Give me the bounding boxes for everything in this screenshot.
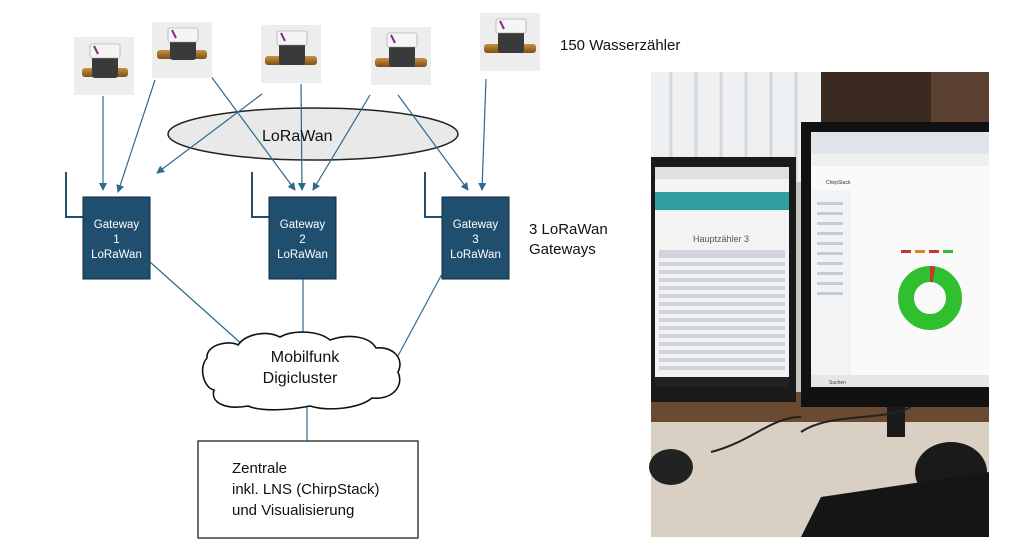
gateway-2: Gateway 2 LoRaWan <box>268 196 337 280</box>
link-gw3-cloud <box>391 273 443 368</box>
central-box <box>197 440 419 539</box>
water-meter-1 <box>74 37 134 95</box>
cloud-label-line2: Digicluster <box>263 370 338 387</box>
water-meter-4 <box>371 27 431 85</box>
gateways-label-line2: Gateways <box>529 241 596 258</box>
lorawan-label: LoRaWan <box>262 128 333 145</box>
taskbar-search: Suchen <box>829 380 846 386</box>
left-screen-title: Hauptzähler 3 <box>693 234 749 244</box>
gateway-3-title: Gateway <box>453 219 499 231</box>
link-meter2-gw2 <box>209 74 296 191</box>
central-line1: Zentrale <box>232 460 287 477</box>
link-meter5-gw3 <box>478 78 487 191</box>
link-meter3-gw1 <box>156 93 263 174</box>
gateway-1-title: Gateway <box>94 219 140 231</box>
gateway-2-number: 2 <box>299 234 305 246</box>
gateway-3-number: 3 <box>472 234 478 246</box>
link-meter4-gw2 <box>312 94 371 191</box>
cloud-label-line1: Mobilfunk <box>271 349 340 366</box>
link-meter2-gw1 <box>116 79 156 193</box>
central-line3: und Visualisierung <box>232 502 354 519</box>
backhaul-links <box>149 261 443 441</box>
meters-count-label: 150 Wasserzähler <box>560 37 680 54</box>
mobile-cloud <box>201 331 401 411</box>
gateway-1: Gateway 1 LoRaWan <box>82 196 151 280</box>
gateway-antennas <box>65 172 442 218</box>
right-screen-app: ChirpStack <box>826 180 851 186</box>
gateway-2-subtitle: LoRaWan <box>277 249 328 261</box>
link-meter3-gw2 <box>297 83 306 191</box>
gateway-1-number: 1 <box>113 234 119 246</box>
central-line2: inkl. LNS (ChirpStack) <box>232 481 380 498</box>
monitors-photo: Hauptzähler 3 ChirpStack <box>649 72 989 537</box>
gateway-3: Gateway 3 LoRaWan <box>441 196 510 280</box>
water-meter-2 <box>152 22 212 78</box>
water-meter-3 <box>261 25 321 83</box>
radio-links <box>99 74 487 193</box>
link-meter4-gw3 <box>397 94 469 191</box>
gateway-3-subtitle: LoRaWan <box>450 249 501 261</box>
network-diagram: LoRaWan 150 Wasserzähler Gateway 1 LoRaW… <box>65 13 680 539</box>
gateway-2-title: Gateway <box>280 219 326 231</box>
lorawan-ellipse <box>167 107 459 161</box>
keyboard <box>801 472 989 537</box>
link-gw1-cloud <box>149 261 245 347</box>
gateway-1-subtitle: LoRaWan <box>91 249 142 261</box>
gateways-label-line1: 3 LoRaWan <box>529 221 608 238</box>
water-meter-5 <box>480 13 540 71</box>
